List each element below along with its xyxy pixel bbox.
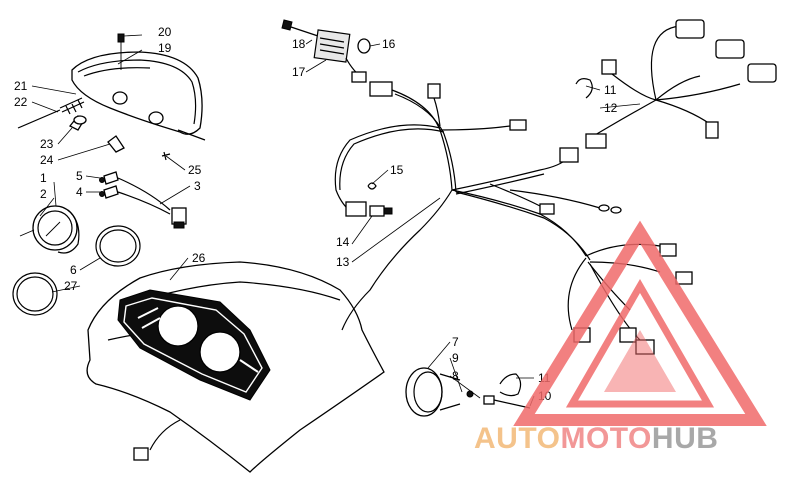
callout-18: 18: [292, 37, 306, 51]
callout-6: 6: [70, 263, 77, 277]
callout-27: 27: [64, 279, 78, 293]
callout-15: 15: [390, 163, 404, 177]
callout-4: 4: [76, 185, 83, 199]
dash-panel: [86, 261, 385, 473]
gauge-7-assembly: [405, 367, 531, 417]
callout-25: 25: [188, 163, 202, 177]
regulator-assembly: [281, 19, 393, 97]
callout-5: 5: [76, 169, 83, 183]
callout-24: 24: [40, 153, 54, 167]
automotohub-watermark: AUTOMOTOHUB: [474, 220, 767, 455]
triangle-logo: [513, 220, 767, 426]
callout-14: 14: [336, 235, 350, 249]
watermark-text: AUTOMOTOHUB: [474, 422, 718, 455]
callout-9: 9: [452, 351, 459, 365]
callout-19: 19: [158, 41, 172, 55]
callout-26: 26: [192, 251, 206, 265]
callout-1: 1: [40, 171, 47, 185]
callout-12: 12: [604, 101, 618, 115]
gauge-assembly: [12, 171, 187, 316]
callout-17: 17: [292, 65, 306, 79]
harness-upper-right: [575, 19, 777, 149]
callout-16: 16: [382, 37, 396, 51]
callout-leaders: [31, 34, 641, 407]
callout-2: 2: [40, 187, 47, 201]
callout-22: 22: [14, 95, 28, 109]
callout-23: 23: [40, 137, 54, 151]
callout-8: 8: [452, 369, 459, 383]
headlight-assembly: [17, 33, 206, 161]
callout-7: 7: [452, 335, 459, 349]
callout-3: 3: [194, 179, 201, 193]
wiring-harness: [334, 83, 622, 331]
callout-11-top: 11: [604, 83, 617, 97]
callout-13: 13: [336, 255, 350, 269]
callout-21: 21: [14, 79, 28, 93]
callout-20: 20: [158, 25, 172, 39]
